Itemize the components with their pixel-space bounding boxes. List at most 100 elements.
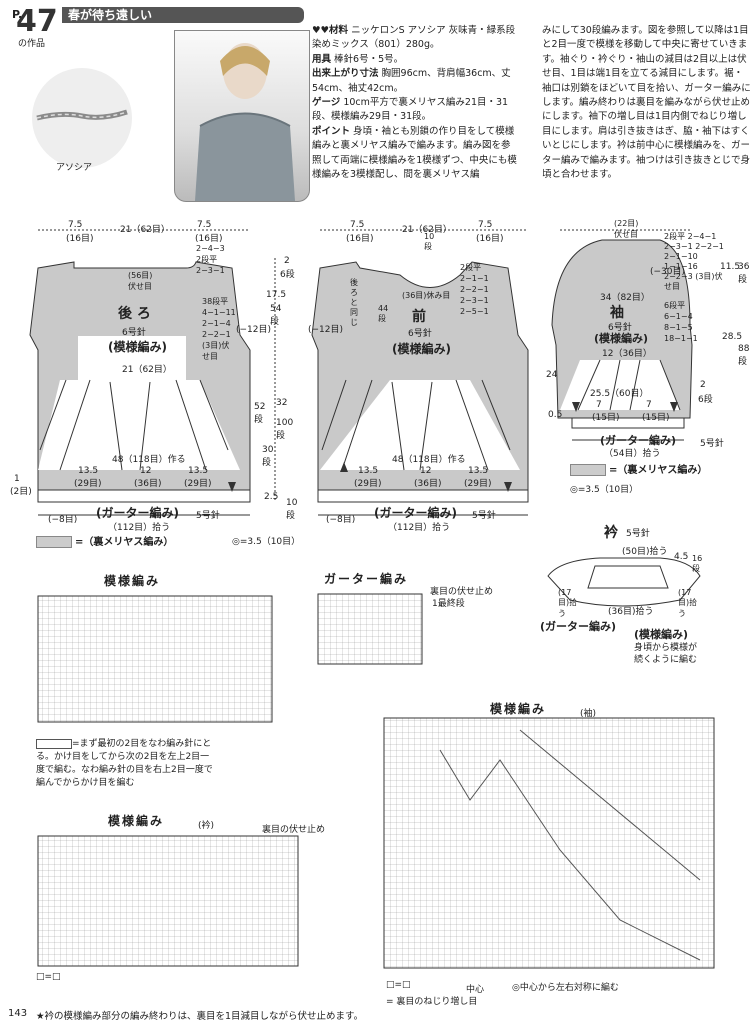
yarn-label: アソシア (56, 163, 93, 173)
collar-top: (50目)拾う (622, 547, 668, 557)
collar-left: (17目)拾う (558, 588, 578, 618)
dim-v1b: 6段 (280, 270, 295, 280)
garter-note2: 1最終段 (432, 599, 465, 609)
dim-v3: 32 (276, 398, 288, 408)
dim-v4: 52段 (254, 402, 266, 425)
back-seg-m: 12 (140, 466, 152, 476)
tools-label: 用具 (312, 53, 332, 65)
sleeve-s3b: (15目) (642, 413, 670, 423)
back-garter: (ガーター編み) (96, 506, 179, 520)
page-number-footer: 143 (8, 1008, 28, 1019)
dim-v2b: 54段 (270, 304, 282, 327)
sleeve-chart-title: 模様編み (490, 702, 547, 716)
sleeve-garter: (ガーター編み) (600, 434, 677, 447)
legend-circle: ◎=3.5（10目） (232, 537, 301, 547)
dim-v3b: 100段 (276, 418, 294, 441)
instructions-col2: みにして30段編みます。図を参照して以降は1目と2目一度で模様を移動して中央に寄… (542, 25, 751, 181)
dim-v6: 2.5 (264, 492, 279, 502)
front-neck: (36目)休み目 (402, 291, 451, 300)
point-text: 身頃・袖とも別鎖の作り目をして模様編みと裏メリヤス編みで編みます。編み図を参照し… (312, 125, 517, 181)
cross-stitch-icon (36, 738, 72, 749)
back-side-l: (−8目) (48, 515, 78, 525)
sleeve-top-cast: (22目)伏せ目 (614, 219, 639, 239)
collar-note: 身頃から模様が続くように編む (634, 643, 698, 665)
instructions-col1: ♥♥材料 ニッケロンS アソシア 灰味青・緑系段染めミックス（801）280g。… (312, 24, 520, 182)
legend-reverse-sleeve: =（裏メリヤス編み） (570, 461, 707, 476)
front-seg-m2: (36目) (414, 479, 442, 489)
page-subtitle: の作品 (18, 39, 46, 49)
front-neck-dec: 2段平 2−1−1 2−2−1 2−3−1 2−5−1 (460, 263, 489, 316)
collar-height2: 16段 (692, 554, 703, 573)
back-title: 後 ろ (118, 306, 151, 322)
collar-chart-grid (37, 835, 299, 967)
collar-center: (36目)拾う (608, 607, 654, 617)
sleeve-pattern: (模様編み) (594, 332, 649, 345)
front-side-mid: 44 段 (378, 304, 389, 323)
front-total-width: （112目）拾う (388, 523, 451, 533)
materials-label: ♥♥材料 (312, 25, 349, 36)
back-needle: 6号針 (122, 328, 146, 338)
legend-circle-sleeve: ◎=3.5（10目） (570, 485, 639, 495)
front-title: 前 (412, 309, 426, 325)
cross-stitch-note: =まず最初の2目をなわ編み針にとる。かけ目をしてから次の2目を左上2目一度で編む… (36, 738, 213, 788)
page-prefix: P. (12, 8, 23, 21)
legend-reverse: =（裏メリヤス編み） (36, 533, 173, 548)
back-shoulder-st: (16目) (66, 234, 94, 244)
collar-blank-legend: □=□ (36, 972, 61, 982)
front-seg-r2: (29目) (464, 479, 492, 489)
collar-title: 衿 (604, 525, 618, 541)
sleeve-h1: 11.5 (720, 262, 741, 272)
sleeve-chart-note: ◎中心から左右対称に編む (512, 983, 619, 993)
back-neck: (56目)伏せ目 (128, 271, 153, 291)
footer-note: ★衿の模様編み部分の編み終わりは、裏目を1目減目しながら伏せ止めます。 (36, 1011, 364, 1022)
collar-chart-sub: (衿) (198, 821, 215, 831)
sleeve-width: 34（82目） (600, 293, 650, 303)
sleeve-h4: 24 (546, 370, 558, 380)
materials-text: ニッケロンS アソシア 灰味青・緑系段染めミックス（801）280g。 (312, 25, 516, 51)
sleeve-inc: 6段平 6−1−4 8−1−5 18−1−1 (664, 301, 698, 343)
collar-needle: 5号針 (626, 529, 650, 539)
dim-v2: 17.5 (266, 290, 287, 300)
sleeve-s2: 7 (596, 400, 602, 410)
tools-text: 棒針6号・5号。 (334, 53, 404, 65)
size-text: 胸囲96cm、背肩幅36cm、丈54cm、袖丈42cm。 (312, 68, 511, 94)
front-seg-m: 12 (420, 466, 432, 476)
yarn-photo (32, 68, 132, 168)
collar-chart-note: 裏目の伏せ止め (262, 825, 326, 835)
sleeve-needle: 6号針 (608, 323, 632, 333)
sleeve-h6: (−30目) (650, 267, 686, 277)
back-pattern: (模様編み) (108, 340, 167, 354)
back-shoulder-w: 7.5 (68, 220, 83, 230)
front-seg-l2: (29目) (354, 479, 382, 489)
twist-legend: = 裏目のねじり増し目 (386, 997, 478, 1007)
front-side-r: (−12目) (308, 325, 344, 335)
back-seg-l: 13.5 (78, 466, 99, 476)
pattern-title: 春が待ち遠しい (62, 7, 304, 23)
back-seg-r: 13.5 (188, 466, 209, 476)
garter-chart-title: ガーター編み (324, 572, 409, 586)
sleeve-blank-legend: □=□ (386, 980, 411, 990)
back-side-r: (−12目) (236, 325, 272, 335)
garter-chart-grid (317, 593, 423, 665)
front-pattern: (模様編み) (392, 342, 451, 356)
front-bottom-width: 48（118目）作る (392, 455, 466, 465)
back-mid-width: 21（62目） (122, 365, 172, 375)
gauge-text: 10cm平方で裏メリヤス編み21目・31段、模様編み29目・31段。 (312, 97, 509, 123)
sleeve-s1: 25.5（60目） (590, 389, 649, 399)
sleeve-center-label: 中心 (466, 985, 485, 995)
back-seg-l2: (29目) (74, 479, 102, 489)
page-header: P. 47 の作品 春が待ち遠しい (6, 2, 304, 49)
sleeve-s2b: (15目) (592, 413, 620, 423)
reverse-swatch-icon (36, 536, 72, 548)
garter-note1: 裏目の伏せ止め (430, 587, 494, 597)
collar-right: (17目)拾う (678, 588, 698, 618)
front-seg-l: 13.5 (358, 466, 379, 476)
sleeve-s3: 7 (646, 400, 652, 410)
front-side-l: (−8目) (326, 515, 356, 525)
front-same: 後ろと同じ (350, 278, 358, 327)
reverse-swatch-icon (570, 464, 606, 476)
back-armhole: 38段平 4−1−11 2−1−4 2−2−1 (3目)伏せ目 (202, 297, 236, 361)
sleeve-h3b: 6段 (698, 395, 713, 405)
front-shoulder-st-r: (16目) (476, 234, 504, 244)
